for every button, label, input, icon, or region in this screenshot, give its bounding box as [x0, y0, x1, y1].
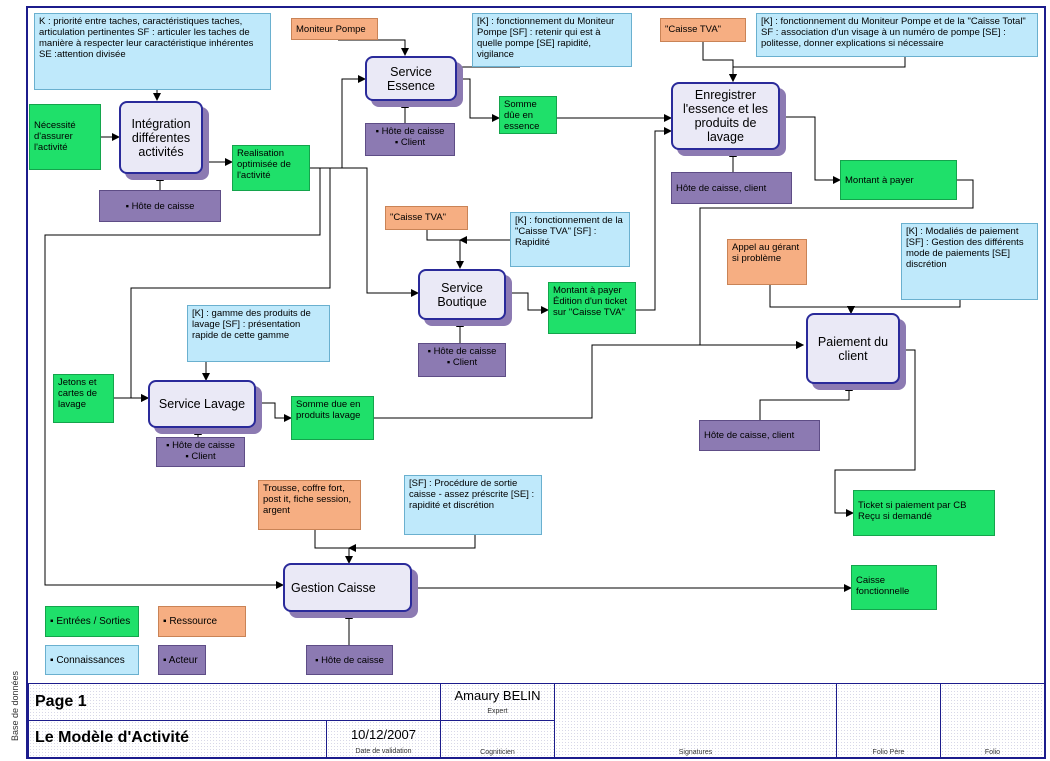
- validation-date: 10/12/2007: [350, 727, 417, 742]
- io-montant-ticket: Montant à payer Édition d'un ticket sur …: [548, 282, 636, 334]
- process-enregistrer: Enregistrer l'essence et les produits de…: [671, 82, 780, 150]
- arrow-lavage-somme: [256, 402, 292, 422]
- actor-hote-client-paiement: Hôte de caisse, client: [699, 420, 820, 451]
- title-block: Page 1 Le Modèle d'Activité 10/12/2007 D…: [28, 683, 1044, 757]
- arrow-caisse2-boutique: [426, 230, 464, 269]
- resource-moniteur: Moniteur Pompe: [291, 18, 378, 40]
- resource-trousse: Trousse, coffre fort, post it, fiche ses…: [258, 480, 361, 530]
- resource-caisse-tva-1: "Caisse TVA": [660, 18, 746, 42]
- legend-resource: ▪ Ressource: [158, 606, 246, 637]
- io-somme-lavage: Somme due en produits lavage: [291, 396, 374, 440]
- arrow-know-paiement: [847, 300, 961, 314]
- actor-hote-integration: ▪ Hôte de caisse: [99, 190, 221, 222]
- arrow-trousse-gestion: [314, 530, 353, 564]
- arrow-realisation-gestion: [44, 167, 321, 589]
- date-label: Date de validation: [355, 748, 412, 755]
- knowledge-integration: K : priorité entre taches, caractéristiq…: [34, 13, 271, 90]
- arrow-montant-enregistrer: [636, 127, 672, 311]
- actor-hote-gestion: ▪ Hôte de caisse: [306, 645, 393, 675]
- arrow-moniteur-essence: [338, 39, 409, 56]
- actor-client-boutique: ▪ Client: [446, 357, 478, 368]
- folio-pere-label: Folio Père: [872, 749, 905, 756]
- actor-hote-client-enregistrer: Hôte de caisse, client: [671, 172, 792, 204]
- knowledge-essence: [K] : fonctionnement du Moniteur Pompe […: [472, 13, 632, 67]
- actor-hote-lavage: ▪ Hôte de caisse: [166, 440, 235, 451]
- knowledge-gestion: [SF] : Procédure de sortie caisse - asse…: [404, 475, 542, 535]
- process-integration: Intégration différentes activités: [119, 101, 203, 174]
- io-caisse-fonctionnelle: Caisse fonctionnelle: [851, 565, 937, 610]
- actor-hote-essence: ▪ Hôte de caisse: [375, 126, 445, 137]
- io-montant-payer: Montant à payer: [840, 160, 957, 200]
- arrow-enregistrer-montant: [780, 116, 841, 184]
- cogniticien-label: Cogniticien: [480, 749, 515, 756]
- legend-actor: ▪ Acteur: [158, 645, 206, 675]
- knowledge-lavage: [K] : gamme des produits de lavage [SF] …: [187, 305, 330, 362]
- io-somme-essence: Somme dûe en essence: [499, 96, 557, 134]
- actor-lavage: ▪ Hôte de caisse ▪ Client: [156, 437, 245, 467]
- io-necessite: Nécessité d'assurer l'activité: [29, 104, 101, 170]
- legend-knowledge: ▪ Connaissances: [45, 645, 139, 675]
- actor-boutique: ▪ Hôte de caisse ▪ Client: [418, 343, 506, 377]
- process-lavage: Service Lavage: [148, 380, 256, 428]
- process-essence: Service Essence: [365, 56, 457, 101]
- process-paiement: Paiement du client: [806, 313, 900, 384]
- arrow-realisation-essence: [310, 75, 366, 169]
- arrow-caisse1-enregistrer: [702, 42, 737, 82]
- process-gestion: Gestion Caisse: [283, 563, 412, 612]
- signatures-label: Signatures: [678, 749, 713, 756]
- io-ticket: Ticket si paiement par CB Reçu si demand…: [853, 490, 995, 536]
- arrow-actor-paiement: [759, 383, 853, 420]
- page-number: Page 1: [35, 693, 87, 710]
- knowledge-enregistrer: [K] : fonctionnement du Moniteur Pompe e…: [756, 13, 1038, 57]
- resource-caisse-tva-2: "Caisse TVA": [385, 206, 468, 230]
- model-title: Le Modèle d'Activité: [35, 729, 190, 746]
- arrow-gerant-paiement: [769, 285, 855, 314]
- folio-label: Folio: [984, 749, 1001, 756]
- arrow-boutique-montant: [506, 292, 549, 314]
- io-jetons: Jetons et cartes de lavage: [53, 374, 114, 423]
- io-realisation: Realisation optimisée de l'activité: [232, 145, 310, 191]
- author-role: Expert: [487, 708, 508, 715]
- resource-gerant: Appel au gérant si problème: [727, 239, 807, 285]
- arrow-know-enregistrer: [729, 57, 906, 82]
- arrow-essence-somme: [457, 78, 500, 122]
- arrow-somme-paiement: [374, 341, 804, 419]
- knowledge-boutique: [K] : fonctionnement de la "Caisse TVA" …: [510, 212, 630, 267]
- actor-hote-boutique: ▪ Hôte de caisse: [427, 346, 497, 357]
- arrow-know-gestion: [348, 535, 476, 552]
- actor-client-lavage: ▪ Client: [185, 451, 216, 462]
- arrow-paiement-ticket: [834, 349, 916, 517]
- legend-io: ▪ Entrées / Sorties: [45, 606, 139, 637]
- actor-essence: ▪ Hôte de caisse ▪ Client: [365, 123, 455, 156]
- diagram-frame: [26, 6, 1046, 759]
- knowledge-paiement: [K] : Modaliés de paiement [SF] : Gestio…: [901, 223, 1038, 300]
- actor-client-essence: ▪ Client: [394, 137, 426, 148]
- process-boutique: Service Boutique: [418, 269, 506, 320]
- author-name: Amaury BELIN: [454, 688, 541, 703]
- arrow-realisation-boutique: [320, 167, 419, 297]
